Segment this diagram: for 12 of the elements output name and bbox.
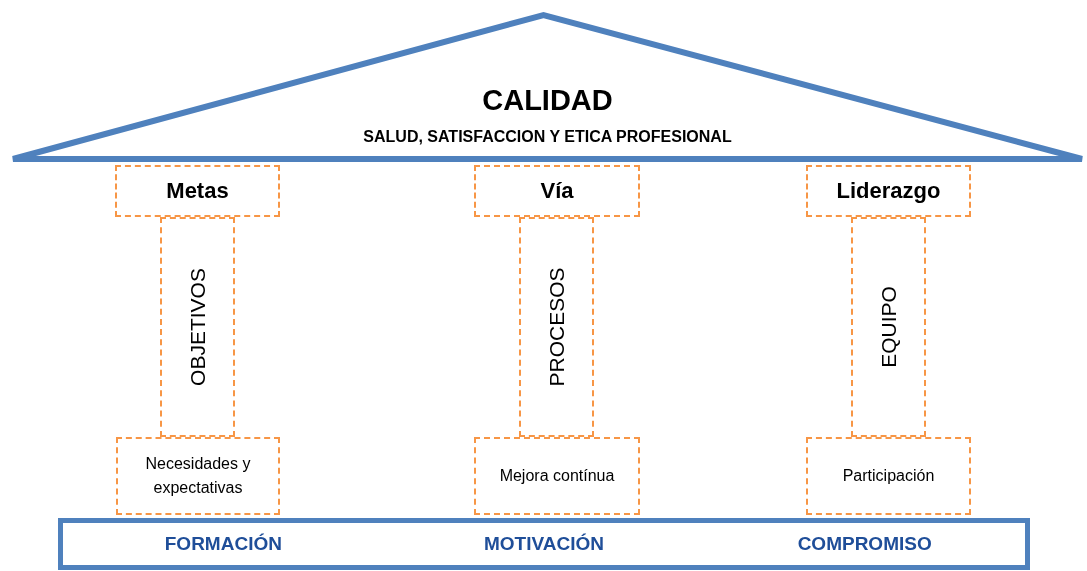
roof-subtitle: SALUD, SATISFACCION Y ETICA PROFESIONAL xyxy=(362,128,733,146)
capital-box: Metas xyxy=(115,165,280,217)
foundation-band: FORMACIÓN MOTIVACIÓN COMPROMISO xyxy=(58,518,1030,570)
column-shaft: PROCESOS xyxy=(519,217,594,437)
capital-box: Vía xyxy=(474,165,640,217)
capital-box: Liderazgo xyxy=(806,165,971,217)
column-shaft: OBJETIVOS xyxy=(160,217,235,437)
roof-title: CALIDAD xyxy=(481,84,614,117)
column-shaft: EQUIPO xyxy=(851,217,926,437)
column-base: Necesidades y expectativas xyxy=(116,437,280,515)
column-base: Participación xyxy=(806,437,971,515)
column-base: Mejora contínua xyxy=(474,437,640,515)
